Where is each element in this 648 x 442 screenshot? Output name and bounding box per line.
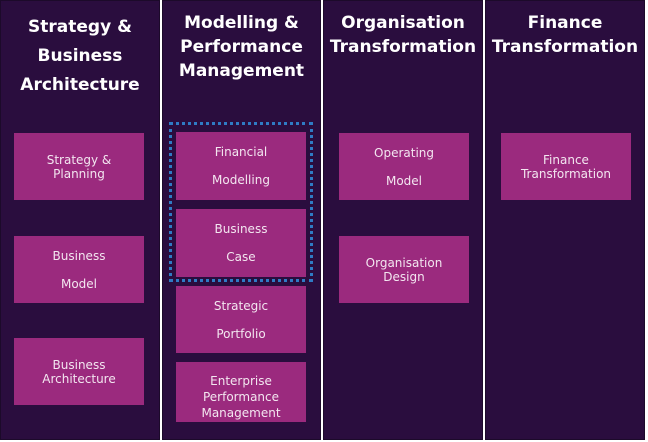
column-title: Organisation Transformation <box>329 13 477 57</box>
box-business-model[interactable]: Business Model <box>14 236 144 303</box>
box-business-case[interactable]: Business Case <box>176 209 306 277</box>
column-title: Finance Transformation <box>491 13 639 57</box>
box-financial-modelling[interactable]: Financial Modelling <box>176 132 306 200</box>
column-organisation-transformation: Organisation Transformation Operating Mo… <box>323 0 483 440</box>
column-title: Modelling & Performance Management <box>178 13 305 81</box>
column-modelling-performance-management: Modelling & Performance Management Finan… <box>162 0 321 440</box>
box-strategy-planning[interactable]: Strategy & Planning <box>14 133 144 200</box>
box-strategic-portfolio[interactable]: Strategic Portfolio <box>176 286 306 353</box>
column-strategy-business-architecture: Strategy & Business Architecture Strateg… <box>0 0 160 440</box>
box-enterprise-performance-management[interactable]: Enterprise Performance Management <box>176 362 306 422</box>
highlight-dotted-frame <box>169 122 313 282</box>
box-operating-model[interactable]: Operating Model <box>339 133 469 200</box>
column-finance-transformation: Finance Transformation Finance Transform… <box>485 0 645 440</box>
column-title: Strategy & Business Architecture <box>20 17 140 95</box>
box-organisation-design[interactable]: Organisation Design <box>339 236 469 303</box>
box-finance-transformation[interactable]: Finance Transformation <box>501 133 631 200</box>
box-business-architecture[interactable]: Business Architecture <box>14 338 144 405</box>
